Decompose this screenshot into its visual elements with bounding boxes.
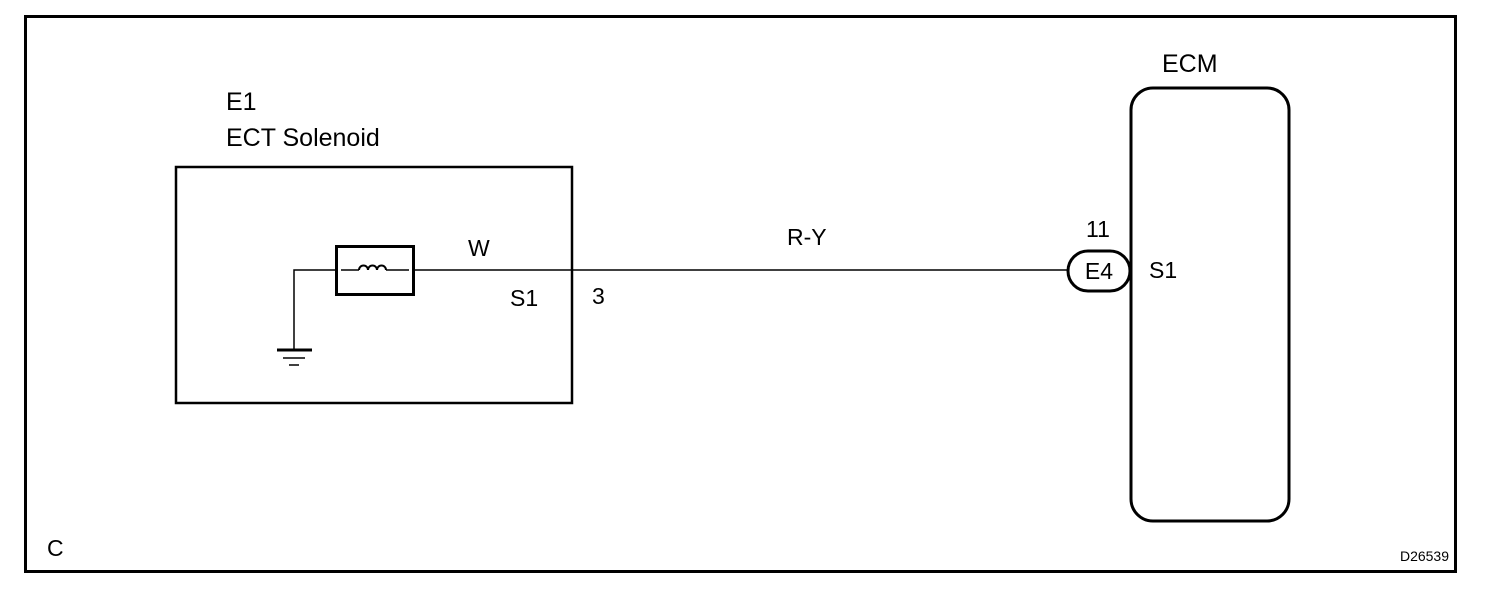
component-code: E1 — [226, 88, 257, 116]
diagram-id: D26539 — [1400, 548, 1449, 564]
internal-wire-color: W — [468, 235, 490, 261]
wire-color-label: R-Y — [787, 224, 827, 250]
solenoid-terminal-number: 3 — [592, 283, 605, 309]
ecm-box — [1129, 86, 1291, 523]
solenoid-box — [174, 165, 574, 405]
ecm-connector — [1066, 249, 1132, 293]
connector-code: E4 — [1085, 258, 1113, 284]
ecm-terminal-name: S1 — [1149, 257, 1177, 283]
ecm-label: ECM — [1162, 50, 1218, 78]
component-name: ECT Solenoid — [226, 124, 380, 152]
corner-letter: C — [47, 535, 64, 561]
diagram-frame — [24, 15, 1457, 573]
solenoid-terminal-name: S1 — [510, 285, 538, 311]
solenoid-coil-icon — [335, 245, 415, 296]
ecm-terminal-number: 11 — [1086, 216, 1110, 242]
ground-icon — [277, 348, 312, 366]
ground-wire — [293, 269, 336, 350]
